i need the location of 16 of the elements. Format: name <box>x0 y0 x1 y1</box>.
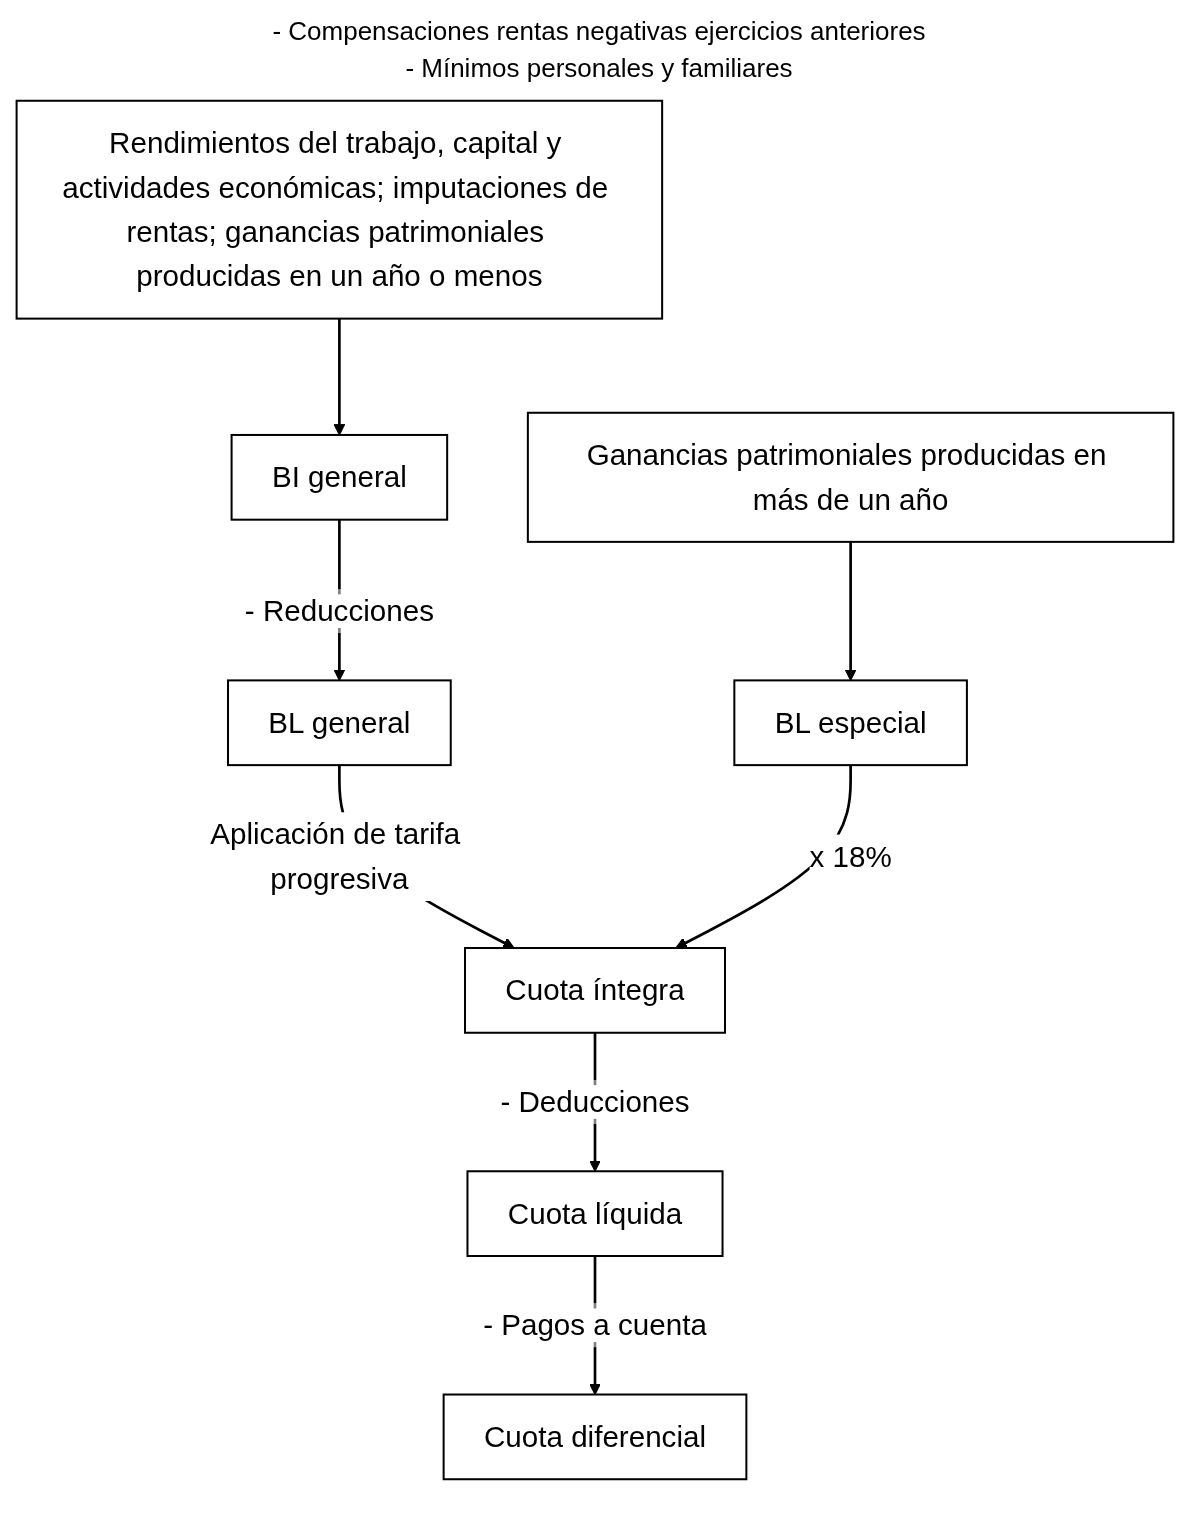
edge-label: x 18% <box>809 839 892 874</box>
node-box: Ganancias patrimoniales producidas en más de un año <box>526 411 1175 543</box>
node-box: BL especial <box>733 679 968 767</box>
node-box: Cuota líquida <box>466 1170 724 1257</box>
node-box: Cuota íntegra <box>464 947 726 1034</box>
edge-label: Aplicación de tarifa progresiva <box>210 817 461 896</box>
arrow <box>844 541 857 681</box>
node-box: BL general <box>227 679 452 767</box>
note-text: - Compensaciones rentas negativas ejercicios anteriores <box>271 16 927 47</box>
edge-label: - Pagos a cuenta <box>483 1308 707 1343</box>
node-box: Cuota diferencial <box>442 1393 748 1481</box>
node-box: BI general <box>230 433 449 521</box>
edge-label: - Deducciones <box>500 1085 690 1119</box>
note-text: - Mínimos personales y familiares <box>404 53 794 84</box>
edge-label: - Reducciones <box>244 594 434 628</box>
node-box: Rendimientos del trabajo, capital y actividades económicas; imputaciones de rentas; ganancias patrimoniales producidas en un año o menos <box>15 99 664 320</box>
